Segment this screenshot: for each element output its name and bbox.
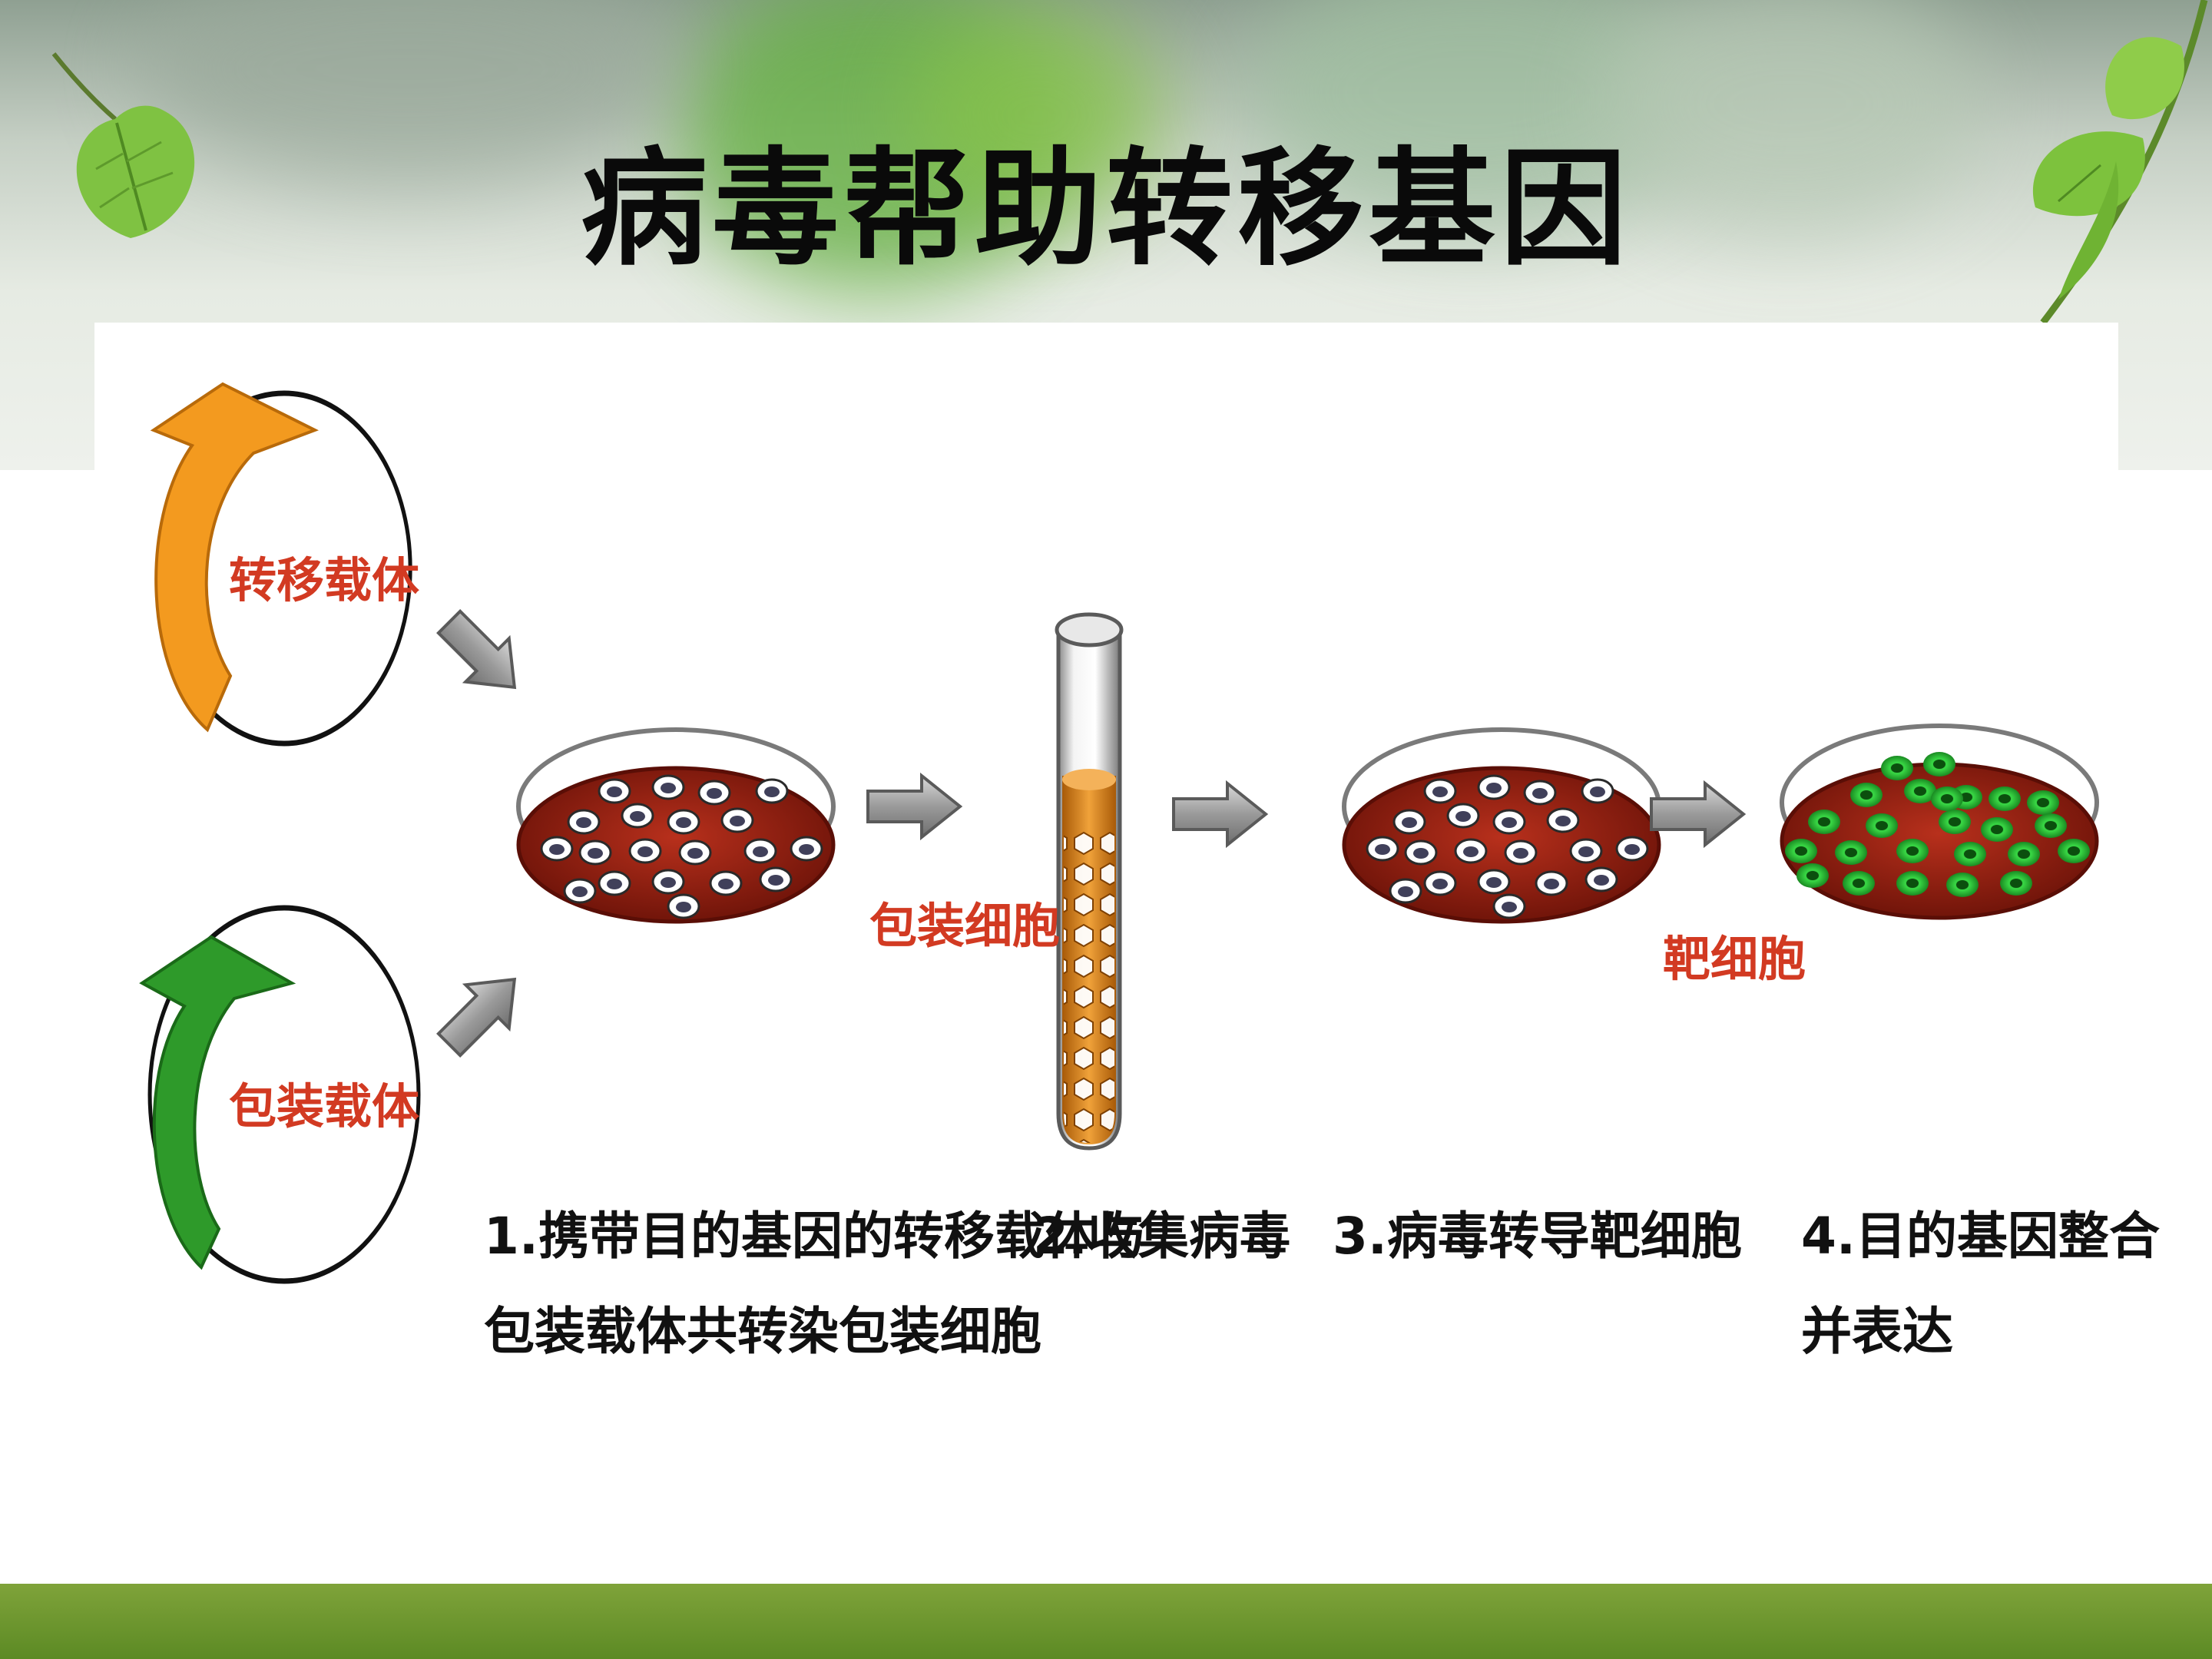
leaf-icon <box>51 52 195 238</box>
page-title: 病毒帮助转移基因 <box>581 135 1631 283</box>
leaf-icon <box>2032 0 2208 325</box>
circular-arrow-icon <box>150 382 319 733</box>
step-4-line-2: 并表达 <box>1801 1302 1953 1361</box>
petri-dish-icon <box>1342 727 1661 924</box>
packaging-cell-label: 包装细胞 <box>869 898 1061 954</box>
petri-dish-icon <box>516 727 836 924</box>
transfer-vector-plasmid <box>150 382 412 747</box>
step-3-caption: 3.病毒转导靶细胞 <box>1333 1207 1742 1266</box>
arrow-right-icon <box>428 601 536 709</box>
test-tube-icon <box>1055 612 1124 1151</box>
arrow-right-icon <box>1650 782 1745 846</box>
step-1-line-2: 包装载体共转染包装细胞 <box>484 1302 1041 1361</box>
packaging-vector-label: 包装载体 <box>229 1078 420 1134</box>
step-4-caption: 4.目的基因整合 并表达 <box>1801 1189 2160 1379</box>
step-4-line-1: 4.目的基因整合 <box>1801 1207 2160 1266</box>
arrow-right-icon <box>428 958 536 1066</box>
header-background <box>0 0 2212 470</box>
packaging-vector-plasmid <box>139 905 421 1284</box>
arrow-right-icon <box>1172 782 1267 846</box>
circular-arrow-icon <box>139 935 296 1270</box>
arrow-right-icon <box>866 774 962 839</box>
step-2-caption: 2.收集病毒 <box>1033 1207 1290 1266</box>
step-1-caption: 1.携带目的基因的转移载体与 包装载体共转染包装细胞 <box>484 1189 1147 1379</box>
plasmid-ring <box>147 905 421 1284</box>
petri-dish-icon <box>1780 724 2099 920</box>
step-1-line-1: 1.携带目的基因的转移载体与 <box>484 1207 1147 1266</box>
transfer-vector-label: 转移载体 <box>229 552 420 608</box>
target-cell-label: 靶细胞 <box>1663 931 1806 987</box>
footer-bar <box>0 1584 2212 1659</box>
